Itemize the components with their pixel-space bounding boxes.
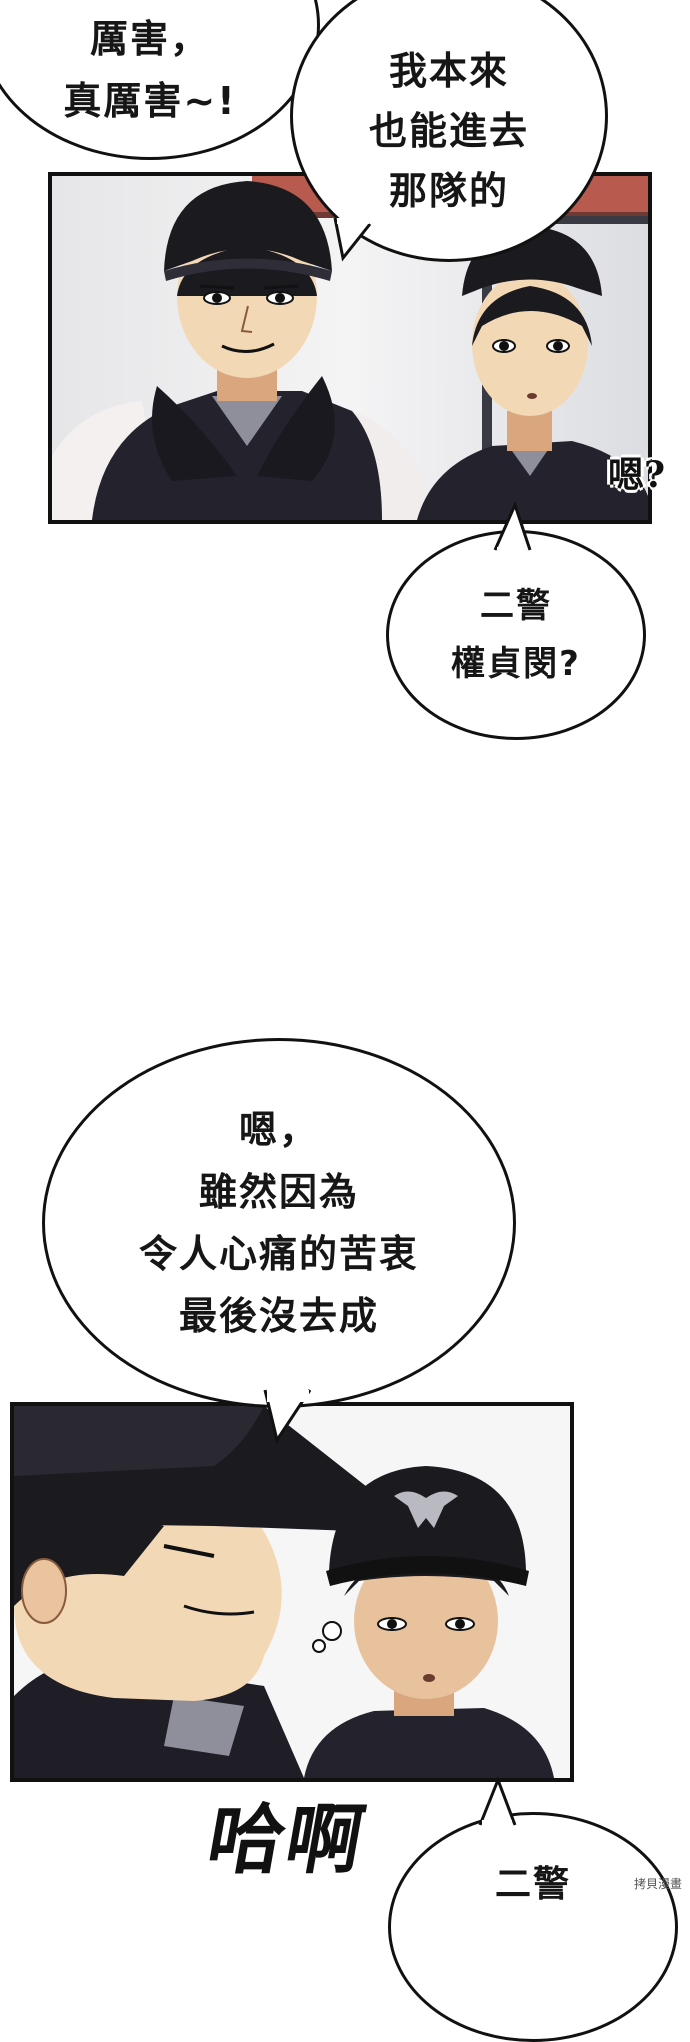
speech-text-top-left: 厲害， 真厲害~!	[63, 17, 237, 123]
speech-tail-large	[263, 1389, 312, 1444]
sfx-haa: 哈啊	[201, 1795, 373, 1884]
speech-bubble-middle: 二警 權貞閔?	[386, 530, 646, 740]
panel-1-artwork	[52, 176, 648, 520]
speech-text-middle: 二警 權貞閔?	[451, 586, 581, 684]
comic-panel-1	[48, 172, 652, 524]
speech-bubble-large: 嗯， 雖然因為 令人心痛的苦衷 最後沒去成	[42, 1038, 516, 1408]
speech-tail-middle	[493, 500, 532, 557]
speech-text-large: 嗯， 雖然因為 令人心痛的苦衷 最後沒去成	[138, 1108, 419, 1338]
comic-panel-2	[10, 1402, 574, 1782]
sfx-hmm: 嗯?	[608, 454, 666, 496]
speech-tail-top-right	[333, 217, 372, 262]
speech-bubble-bottom: 二警	[388, 1812, 678, 2042]
watermark: 拷貝漫畫	[633, 1877, 682, 1891]
speech-bubble-top-left: 厲害， 真厲害~!	[0, 0, 320, 160]
speech-tail-bottom	[478, 1775, 517, 1832]
panel-2-artwork	[14, 1406, 570, 1778]
speech-text-top-right: 我本來 也能進去 那隊的	[368, 49, 529, 213]
